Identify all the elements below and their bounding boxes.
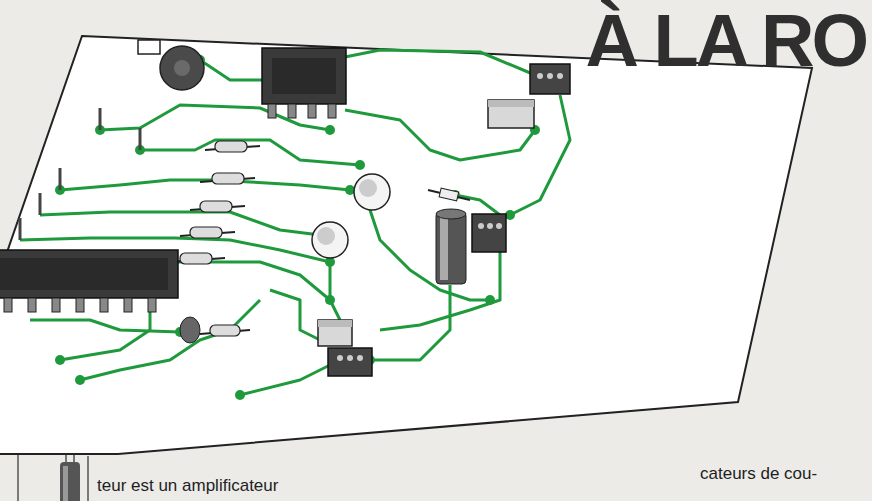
- transistors: [312, 174, 390, 258]
- electrolytic-capacitor: [436, 209, 466, 284]
- component-body: [60, 462, 80, 501]
- film-capacitors: [318, 100, 534, 346]
- solder-pads: [55, 55, 540, 400]
- article-text: cateurs de cou-: [700, 464, 817, 484]
- article-text: teur est un amplificateur: [97, 476, 278, 496]
- ic-14-pin: [0, 250, 178, 312]
- trimmer-potentiometer: [138, 40, 204, 90]
- ceramic-capacitor: [180, 317, 200, 343]
- column-rule: [87, 456, 89, 501]
- terminal-blocks: [328, 64, 570, 376]
- resistors: [170, 141, 260, 336]
- ic-8-pin: [262, 48, 346, 118]
- pcb-board: [0, 36, 812, 454]
- diode: [428, 188, 470, 201]
- page-heading: À LA RO: [586, 4, 866, 78]
- header-pins: [20, 108, 140, 240]
